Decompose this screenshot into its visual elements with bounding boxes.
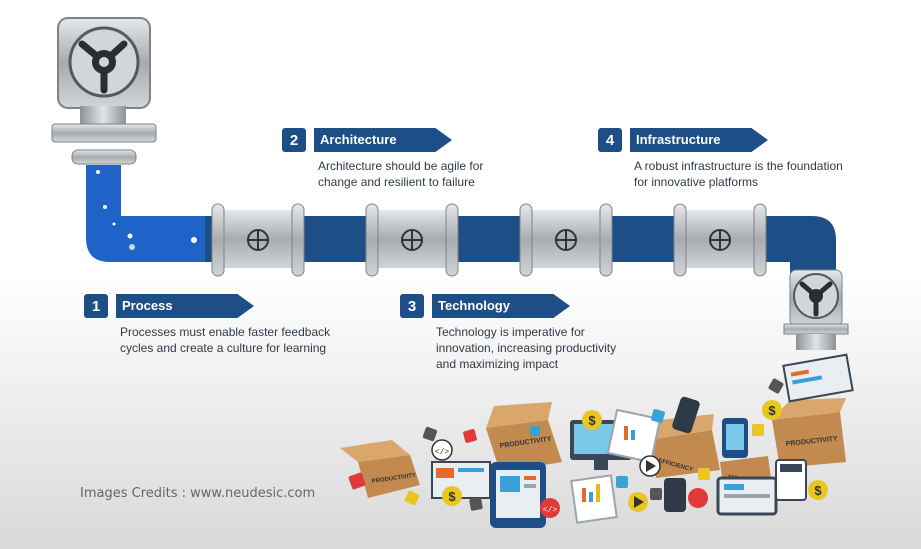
- phone-icon: [672, 396, 700, 434]
- step-number: 4: [598, 128, 622, 152]
- tablet-icon: [490, 462, 546, 528]
- chart-icon: [782, 353, 854, 403]
- dollar-icon: $: [582, 410, 602, 430]
- pipe-joint-4: [673, 203, 767, 277]
- step-title: Architecture: [314, 128, 452, 152]
- step-number: 3: [400, 294, 424, 318]
- outlet-valve: [783, 269, 849, 350]
- box-icon: PRODUCTIVITY: [340, 440, 420, 498]
- box-icon: PRODUCTIVITY: [772, 398, 846, 468]
- code-icon: </>: [431, 439, 453, 461]
- step-number: 1: [84, 294, 108, 318]
- monitor-icon: [716, 476, 778, 516]
- pipe-joint-2: [365, 203, 459, 277]
- dollar-icon: $: [442, 486, 462, 506]
- step-title: Technology: [432, 294, 570, 318]
- inlet-valve: [51, 17, 157, 165]
- chart-icon: [570, 474, 618, 524]
- calculator-icon: [775, 459, 807, 501]
- play-icon: [628, 492, 648, 512]
- step-title: Infrastructure: [630, 128, 768, 152]
- step-description: A robust infrastructure is the foundatio…: [634, 159, 843, 189]
- code-icon: </>: [540, 498, 560, 518]
- dollar-icon: $: [808, 480, 828, 500]
- step-number: 2: [282, 128, 306, 152]
- chart-icon: [606, 408, 662, 464]
- step-description: Architecture should be agile for change …: [318, 159, 484, 189]
- pipe-joint-1: [211, 203, 305, 277]
- dollar-icon: $: [762, 400, 782, 420]
- pipe-joint-3: [519, 203, 613, 277]
- svg-text:$: $: [448, 489, 456, 504]
- output-pile: PRODUCTIVITY PRODUCTIVITY EFFICIENCY PRO…: [340, 353, 854, 528]
- svg-text:</>: </>: [435, 448, 450, 457]
- play-icon: [639, 455, 661, 477]
- step-description: Technology is imperative for innovation,…: [436, 325, 617, 371]
- step-title: Process: [116, 294, 254, 318]
- box-icon: PRODUCTIVITY: [486, 402, 562, 472]
- phone-icon: [664, 478, 686, 512]
- svg-text:$: $: [768, 403, 776, 418]
- image-credits: Images Credits : www.neudesic.com: [80, 486, 316, 501]
- svg-text:</>: </>: [543, 506, 558, 515]
- step-description: Processes must enable faster feedback cy…: [120, 325, 331, 355]
- svg-text:$: $: [588, 413, 596, 428]
- svg-text:$: $: [814, 483, 822, 498]
